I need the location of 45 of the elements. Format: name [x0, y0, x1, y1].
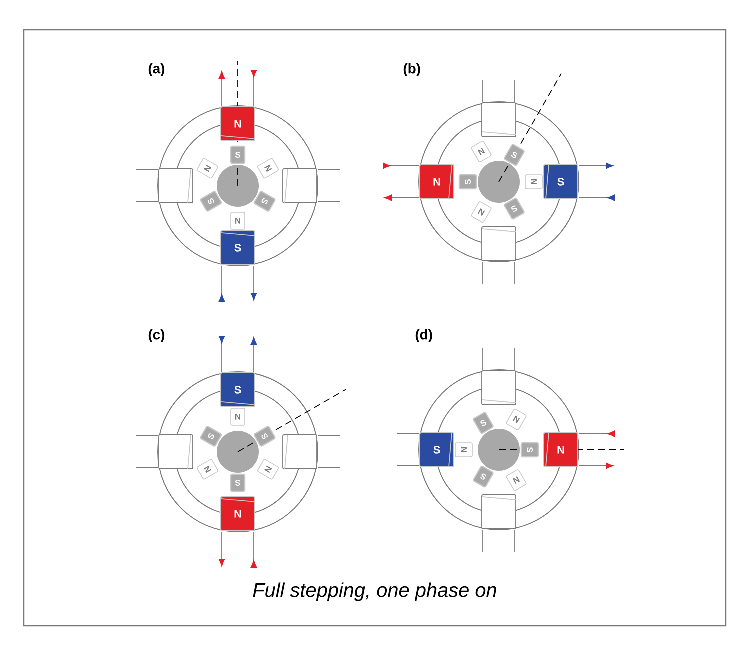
stator-pole: S [220, 230, 256, 266]
rotor-tooth: N [196, 158, 218, 179]
stator-pole: N [220, 496, 256, 532]
caption: Full stepping, one phase on [253, 582, 496, 602]
rotor-tooth: S [458, 174, 478, 190]
stator-pole [482, 102, 516, 138]
rotor-tooth: S [473, 466, 494, 488]
stator-pole [482, 226, 516, 262]
rotor-tooth: N [258, 158, 280, 179]
stator-pole: N [544, 432, 578, 468]
rotor-tooth: S [230, 474, 246, 492]
rotor-tooth: S [254, 191, 276, 212]
rotor-tooth: N [455, 442, 473, 458]
rotor-tooth: S [504, 144, 525, 166]
rotor-tooth: N [471, 202, 492, 224]
rotor-tooth: N [258, 459, 280, 480]
rotor-tooth: N [471, 140, 492, 162]
stator-pole: N [420, 164, 454, 200]
panel-label: (c) [148, 329, 165, 342]
rotor-tooth: N [525, 174, 543, 190]
rotor-tooth: S [200, 191, 222, 212]
panel-label: (d) [416, 329, 432, 342]
rotor-tooth: N [506, 408, 527, 430]
panel-label: (a) [148, 63, 165, 76]
rotor-tooth: S [504, 198, 525, 220]
stator-pole [158, 434, 194, 470]
rotor-tooth: S [200, 426, 222, 447]
stator-pole: S [544, 164, 578, 200]
rotor-tooth: N [230, 212, 246, 230]
stator-pole [282, 168, 318, 204]
rotor-tooth: N [196, 459, 218, 480]
stator-pole [158, 168, 194, 204]
rotor-tooth: S [230, 146, 246, 164]
rotor-tooth: N [506, 470, 527, 491]
rotor-tooth: S [473, 412, 494, 434]
rotor-tooth: S [520, 442, 540, 458]
stator-pole: N [220, 106, 256, 142]
stator-pole [482, 370, 516, 406]
stator-pole: S [220, 372, 256, 408]
stator-pole: S [420, 432, 454, 468]
stator-pole [282, 434, 318, 470]
rotor-tooth: S [254, 426, 276, 447]
rotor-tooth: N [230, 408, 246, 426]
panel-label: (b) [404, 63, 420, 76]
stator-pole [482, 494, 516, 530]
